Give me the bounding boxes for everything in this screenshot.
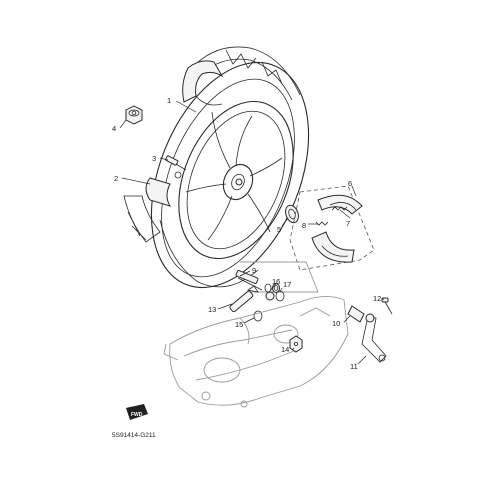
bolt-14 — [289, 335, 303, 353]
callout-11: 11 — [350, 362, 358, 371]
callout-9: 9 — [252, 266, 256, 275]
callout-15: 15 — [235, 320, 243, 329]
leader-lines — [119, 100, 385, 365]
rear-tire — [150, 46, 310, 289]
tire-valve — [165, 155, 187, 179]
callout-labels: 1 2 3 4 5 6 7 8 9 10 11 12 13 14 15 16 1… — [112, 96, 381, 371]
axle-nut — [125, 105, 143, 125]
callout-4: 4 — [112, 124, 116, 133]
callout-7: 7 — [346, 219, 350, 228]
brake-camshaft-assembly — [229, 261, 319, 322]
callout-3: 3 — [152, 154, 156, 163]
callout-5: 5 — [277, 225, 281, 234]
callout-14: 14 — [281, 345, 289, 354]
callout-10: 10 — [332, 319, 340, 328]
callout-13: 13 — [208, 305, 216, 314]
drawing-code: 5S91414-G211 — [112, 432, 156, 439]
callout-1: 1 — [167, 96, 171, 105]
collar-washer — [285, 204, 299, 224]
callout-2: 2 — [114, 174, 118, 183]
cast-wheel — [123, 100, 294, 260]
callout-8: 8 — [302, 221, 306, 230]
callout-17: 17 — [283, 280, 291, 289]
fwd-label: FWD — [131, 412, 143, 418]
brake-shoe-kit — [289, 185, 375, 271]
crankcase-outline — [163, 296, 349, 408]
callout-16: 16 — [272, 277, 280, 286]
brake-lever — [347, 297, 393, 363]
fwd-arrow: FWD — [126, 404, 148, 420]
callout-6: 6 — [348, 179, 352, 188]
callout-12: 12 — [373, 294, 381, 303]
